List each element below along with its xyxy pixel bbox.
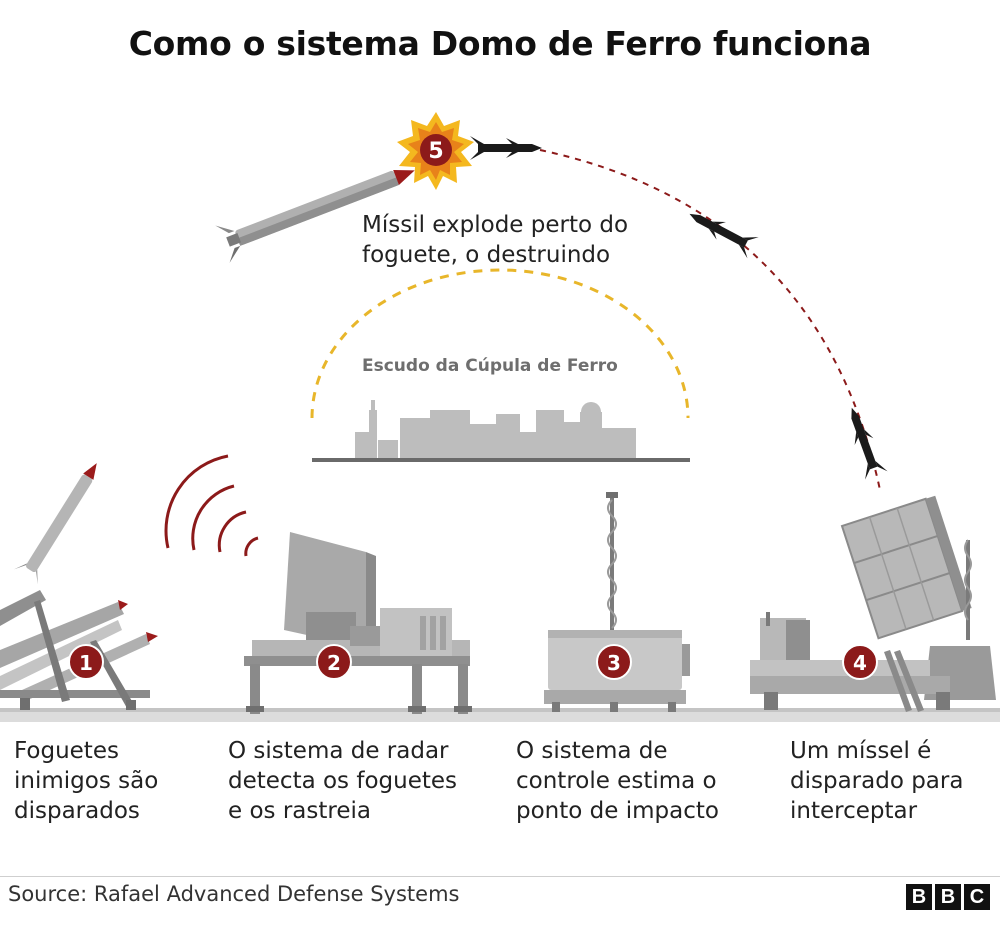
caption-line: Foguetes — [14, 738, 119, 764]
interceptor-missile-icon — [470, 136, 542, 160]
skyline-ground-line — [312, 458, 690, 462]
step-number-3: 3 — [607, 651, 621, 675]
caption-line: Um míssel é — [790, 738, 932, 764]
step-badge-2: 2 — [316, 644, 352, 680]
step-badge-3: 3 — [596, 644, 632, 680]
step-number-4: 4 — [853, 651, 867, 675]
caption-line: O sistema de — [516, 738, 668, 764]
caption-line: disparados — [14, 798, 140, 824]
step-caption-4: Um míssel é disparado para interceptar — [790, 736, 1000, 826]
ground-band — [0, 712, 1000, 722]
step-badge-4: 4 — [842, 644, 878, 680]
bbc-logo-letter: B — [935, 884, 961, 910]
footer-divider — [0, 876, 1000, 877]
caption-line: detecta os foguetes — [228, 768, 458, 794]
radar-system-icon — [244, 532, 472, 714]
source-credit: Source: Rafael Advanced Defense Systems — [8, 882, 460, 906]
step-number-1: 1 — [79, 651, 93, 675]
step-badge-1: 1 — [68, 644, 104, 680]
caption-line: disparado para — [790, 768, 964, 794]
caption-line: e os rastreia — [228, 798, 371, 824]
caption-line: controle estima o — [516, 768, 717, 794]
page-title: Como o sistema Domo de Ferro funciona — [128, 24, 872, 63]
interceptor-launcher-icon — [750, 495, 996, 712]
bbc-logo: B B C — [906, 884, 990, 910]
explosion-icon — [397, 112, 474, 190]
explosion-caption: Míssil explode perto do foguete, o destr… — [362, 210, 692, 270]
caption-line: inimigos são — [14, 768, 159, 794]
explosion-caption-line: foguete, o destruindo — [362, 242, 611, 268]
bbc-logo-letter: C — [964, 884, 990, 910]
explosion-number: 5 — [428, 139, 443, 164]
caption-line: interceptar — [790, 798, 918, 824]
step-number-2: 2 — [327, 651, 341, 675]
bbc-logo-letter: B — [906, 884, 932, 910]
explosion-caption-line: Míssil explode perto do — [362, 212, 629, 238]
caption-line: O sistema de radar — [228, 738, 449, 764]
shield-label: Escudo da Cúpula de Ferro — [362, 356, 618, 376]
interceptor-missile-icon — [851, 407, 888, 480]
interceptor-missile-icon — [689, 213, 759, 259]
iron-dome-shield-arc — [310, 268, 690, 419]
step-caption-1: Foguetes inimigos são disparados — [14, 736, 214, 826]
step-caption-3: O sistema de controle estima o ponto de … — [516, 736, 776, 826]
radar-waves-icon — [164, 454, 259, 557]
caption-line: ponto de impacto — [516, 798, 719, 824]
step-caption-2: O sistema de radar detecta os foguetes e… — [228, 736, 508, 826]
enemy-rocket-icon — [215, 170, 415, 263]
city-skyline-icon — [355, 400, 636, 460]
